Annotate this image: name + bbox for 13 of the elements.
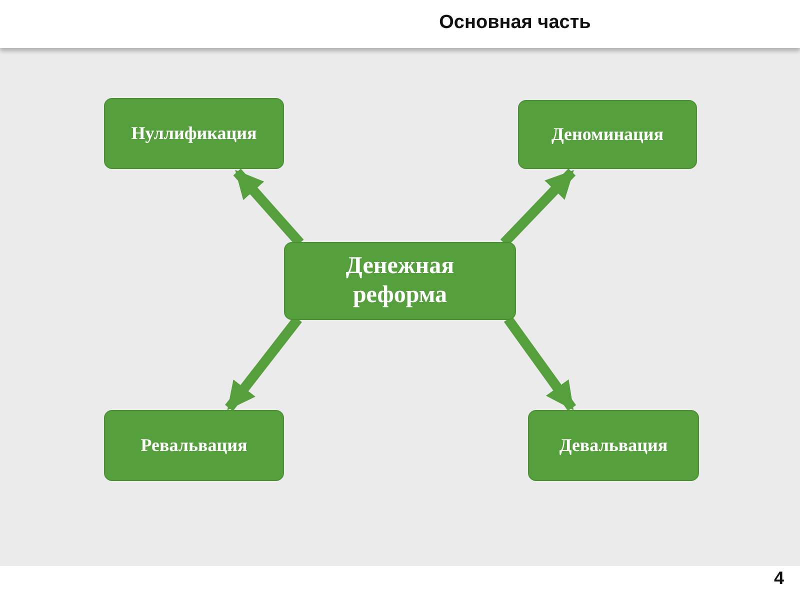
arrow — [504, 316, 576, 411]
node-label: Денежная реформа — [344, 252, 456, 310]
concept-box — [518, 100, 697, 169]
concept-box — [528, 410, 699, 481]
slide-title: Основная часть — [438, 12, 592, 34]
node-label: Деноминация — [551, 124, 664, 146]
node-label: Нуллификация — [131, 122, 257, 144]
concept-box — [104, 98, 284, 169]
node-label: Девальвация — [559, 434, 668, 456]
concept-box — [104, 410, 284, 481]
page-number: 4 — [774, 568, 784, 589]
node-label: Ревальвация — [140, 434, 248, 456]
central-box — [284, 242, 516, 320]
